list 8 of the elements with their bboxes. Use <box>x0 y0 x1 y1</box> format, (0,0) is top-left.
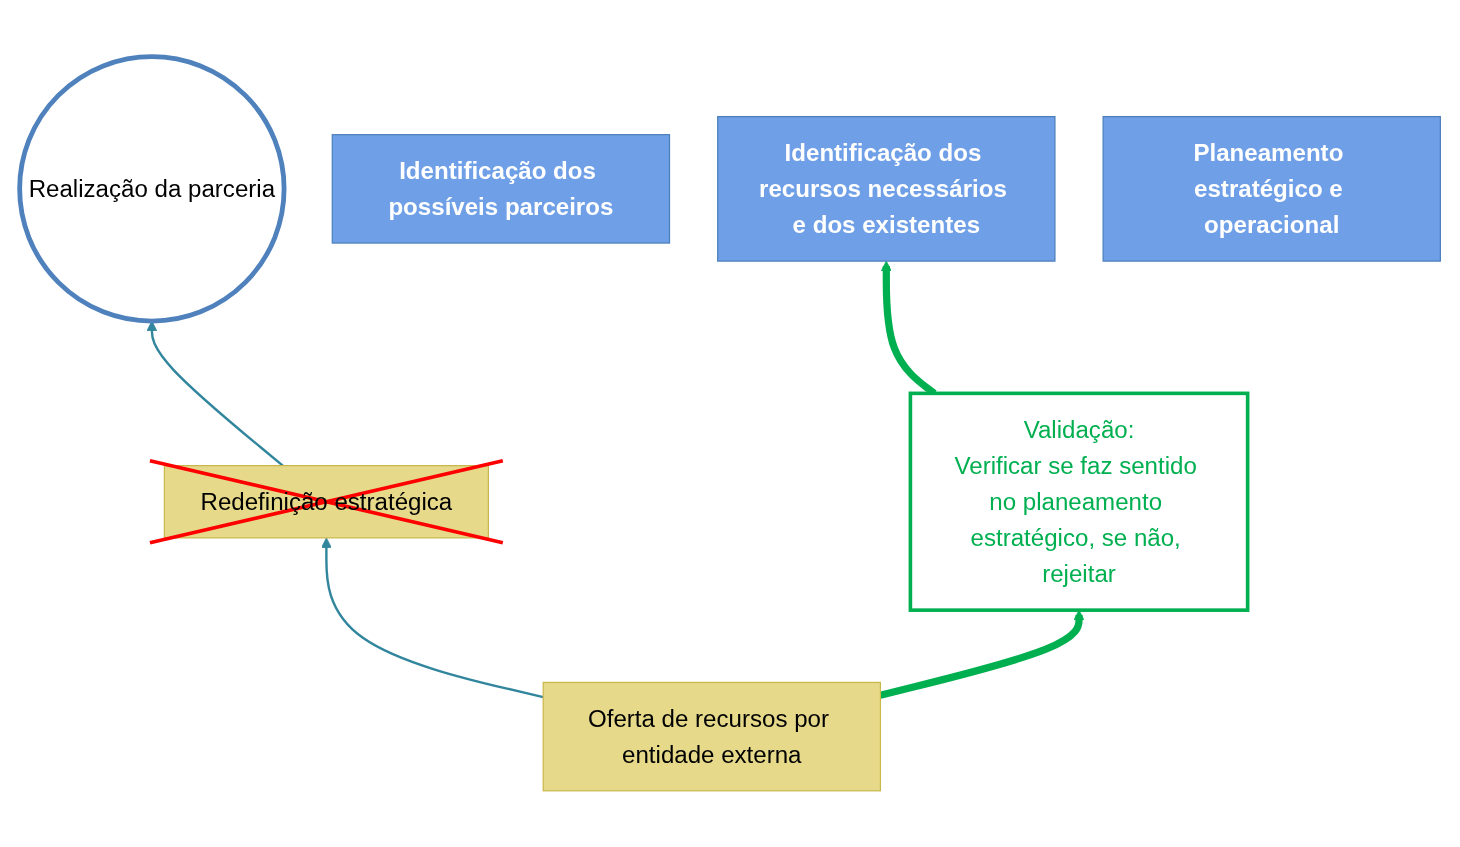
chevron-step: Identificação dos possíveis parceiros <box>331 133 671 244</box>
arrow <box>321 537 544 699</box>
process-box: Oferta de recursos por entidade externa <box>542 681 881 792</box>
goal-circle: Realização da parceria <box>17 54 287 324</box>
chevron-step: Identificação dos recursos necessários e dos existentes <box>717 115 1056 262</box>
chevron-step: Planeamento estratégico e operacional <box>1102 115 1441 262</box>
arrow <box>879 609 1085 699</box>
validation-box: Validação: Verificar se faz sentido no planeamento estratégico, se não, rejeitar <box>908 391 1250 612</box>
